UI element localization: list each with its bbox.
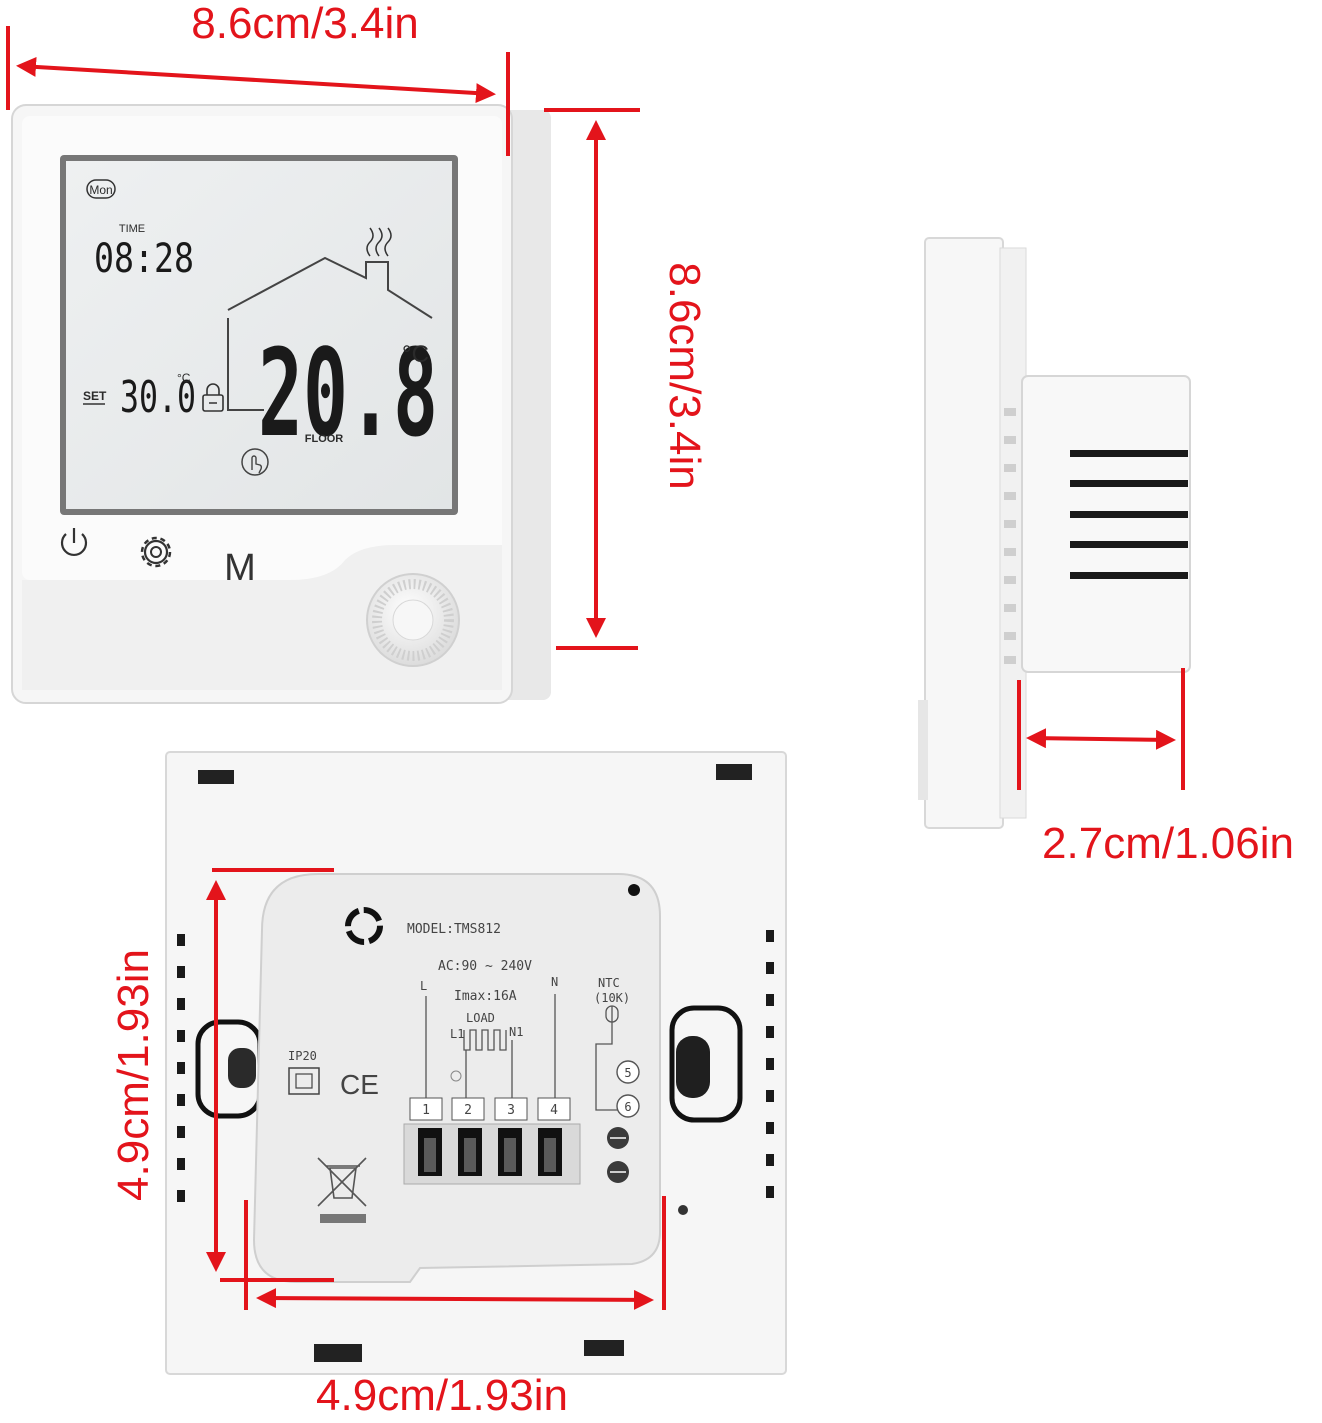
set-unit: °C — [177, 371, 191, 385]
gear-icon — [143, 539, 169, 565]
ntc-terminal-5: 5 — [624, 1066, 631, 1080]
current-rating: Imax:16A — [454, 989, 517, 1004]
ntc-terminal-6: 6 — [624, 1100, 631, 1114]
ip-rating: IP20 — [288, 1049, 317, 1063]
terminal-4: 4 — [550, 1103, 558, 1118]
set-temperature: 30.0 — [120, 372, 196, 423]
terminal-block — [403, 1123, 581, 1185]
side-vent-slots — [1070, 450, 1188, 579]
time-label: TIME — [119, 223, 145, 235]
front-width-label: 8.6cm/3.4in — [191, 0, 418, 48]
load-label: LOAD — [466, 1011, 495, 1025]
lock-icon — [202, 383, 224, 412]
wiring-diagram — [425, 994, 619, 1111]
mode-button[interactable]: M — [224, 547, 256, 589]
power-icon — [60, 533, 88, 556]
front-view: Mon TIME 08:28 SET 30.0 °C 20.8 °C FLOOR — [11, 104, 551, 704]
back-height-label: 4.9cm/1.93in — [109, 949, 158, 1201]
ntc-label: NTC — [598, 976, 620, 990]
rotary-knob[interactable] — [366, 573, 460, 667]
ce-mark: CE — [340, 1069, 379, 1100]
recycle-icon — [345, 907, 383, 945]
heating-icon — [366, 227, 392, 257]
side-backbox — [1021, 375, 1191, 673]
power-rating: AC:90 ~ 240V — [438, 959, 532, 974]
back-hole-bottom — [678, 1205, 688, 1215]
back-vent-slots-left — [177, 934, 185, 1202]
side-bevel — [918, 700, 928, 800]
ntc-value-label: (10K) — [594, 991, 630, 1005]
label-hole — [450, 1070, 462, 1082]
back-view: MODEL:TMS812 AC:90 ~ 240V Imax:16A LOAD … — [165, 751, 787, 1375]
terminal-1: 1 — [422, 1103, 430, 1118]
house-outline-icon — [227, 256, 433, 319]
mounting-tabs — [198, 764, 752, 1362]
side-faceplate — [924, 237, 1004, 829]
terminal-numbers: 1 2 3 4 — [409, 1097, 571, 1121]
side-clip-ridges — [1004, 408, 1016, 664]
day-badge — [86, 179, 116, 199]
settings-button[interactable] — [140, 536, 172, 568]
lcd-background — [66, 161, 452, 509]
power-button[interactable] — [60, 528, 88, 556]
back-vent-slots-right — [766, 930, 774, 1198]
ntc-screws — [607, 1127, 629, 1183]
weee-bin-icon — [317, 1157, 367, 1207]
back-hole-top — [628, 884, 640, 896]
weee-bar — [320, 1214, 366, 1223]
neutral-label: N — [551, 975, 558, 989]
model-label: MODEL:TMS812 — [407, 922, 501, 937]
house-wall-line — [227, 318, 264, 411]
day-label: Mon — [89, 183, 112, 197]
back-width-label: 4.9cm/1.93in — [316, 1371, 568, 1420]
load-n1-label: N1 — [509, 1025, 523, 1039]
ntc-terminals: 5 6 — [616, 1060, 640, 1118]
side-view — [918, 237, 1191, 829]
load-l1-label: L1 — [450, 1027, 464, 1041]
line-label: L — [420, 979, 427, 993]
touch-icon — [241, 448, 269, 476]
dimension-lines — [6, 26, 1185, 1310]
set-label: SET — [83, 389, 107, 403]
terminal-2: 2 — [464, 1103, 472, 1118]
time-readout: 08:28 — [94, 236, 194, 282]
current-temp-unit: °C — [402, 341, 429, 368]
terminal-3: 3 — [507, 1103, 515, 1118]
current-temperature: 20.8 — [258, 325, 438, 464]
front-height-label: 8.6cm/3.4in — [660, 262, 709, 489]
lcd-screen: Mon TIME 08:28 SET 30.0 °C 20.8 °C FLOOR — [60, 155, 458, 515]
ip-box-icon — [288, 1067, 320, 1095]
sensor-label: FLOOR — [305, 433, 344, 445]
side-depth-label: 2.7cm/1.06in — [1042, 819, 1294, 868]
